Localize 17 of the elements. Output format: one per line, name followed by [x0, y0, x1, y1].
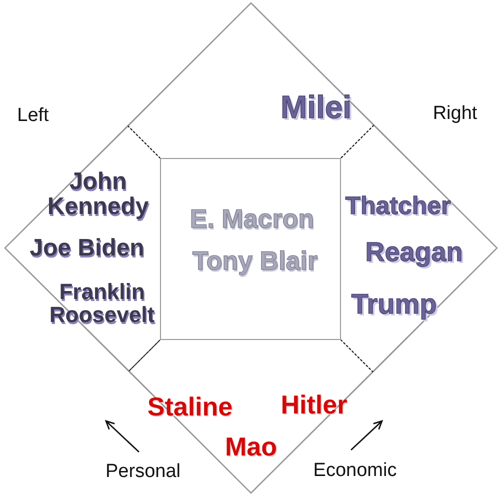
axis-label: Economic [313, 460, 397, 482]
person-name: Thatcher [345, 192, 451, 220]
person-name: John Kennedy [46, 168, 150, 220]
person-name: Staline [147, 393, 233, 421]
center-square [160, 158, 341, 340]
person-name: Franklin Roosevelt [48, 280, 156, 326]
person-name: Mao [225, 433, 277, 461]
person-name: Reagan [365, 238, 463, 266]
person-name: Trump [351, 289, 437, 319]
axis-label: Left [17, 105, 49, 127]
axis-label: Personal [106, 461, 180, 483]
person-name: Milei [280, 91, 352, 125]
person-name: E. Macron [190, 205, 314, 233]
person-name: Tony Blair [192, 247, 318, 275]
person-name: Hitler [280, 391, 348, 419]
person-name: Joe Biden [30, 235, 144, 261]
axis-label: Right [432, 103, 478, 125]
